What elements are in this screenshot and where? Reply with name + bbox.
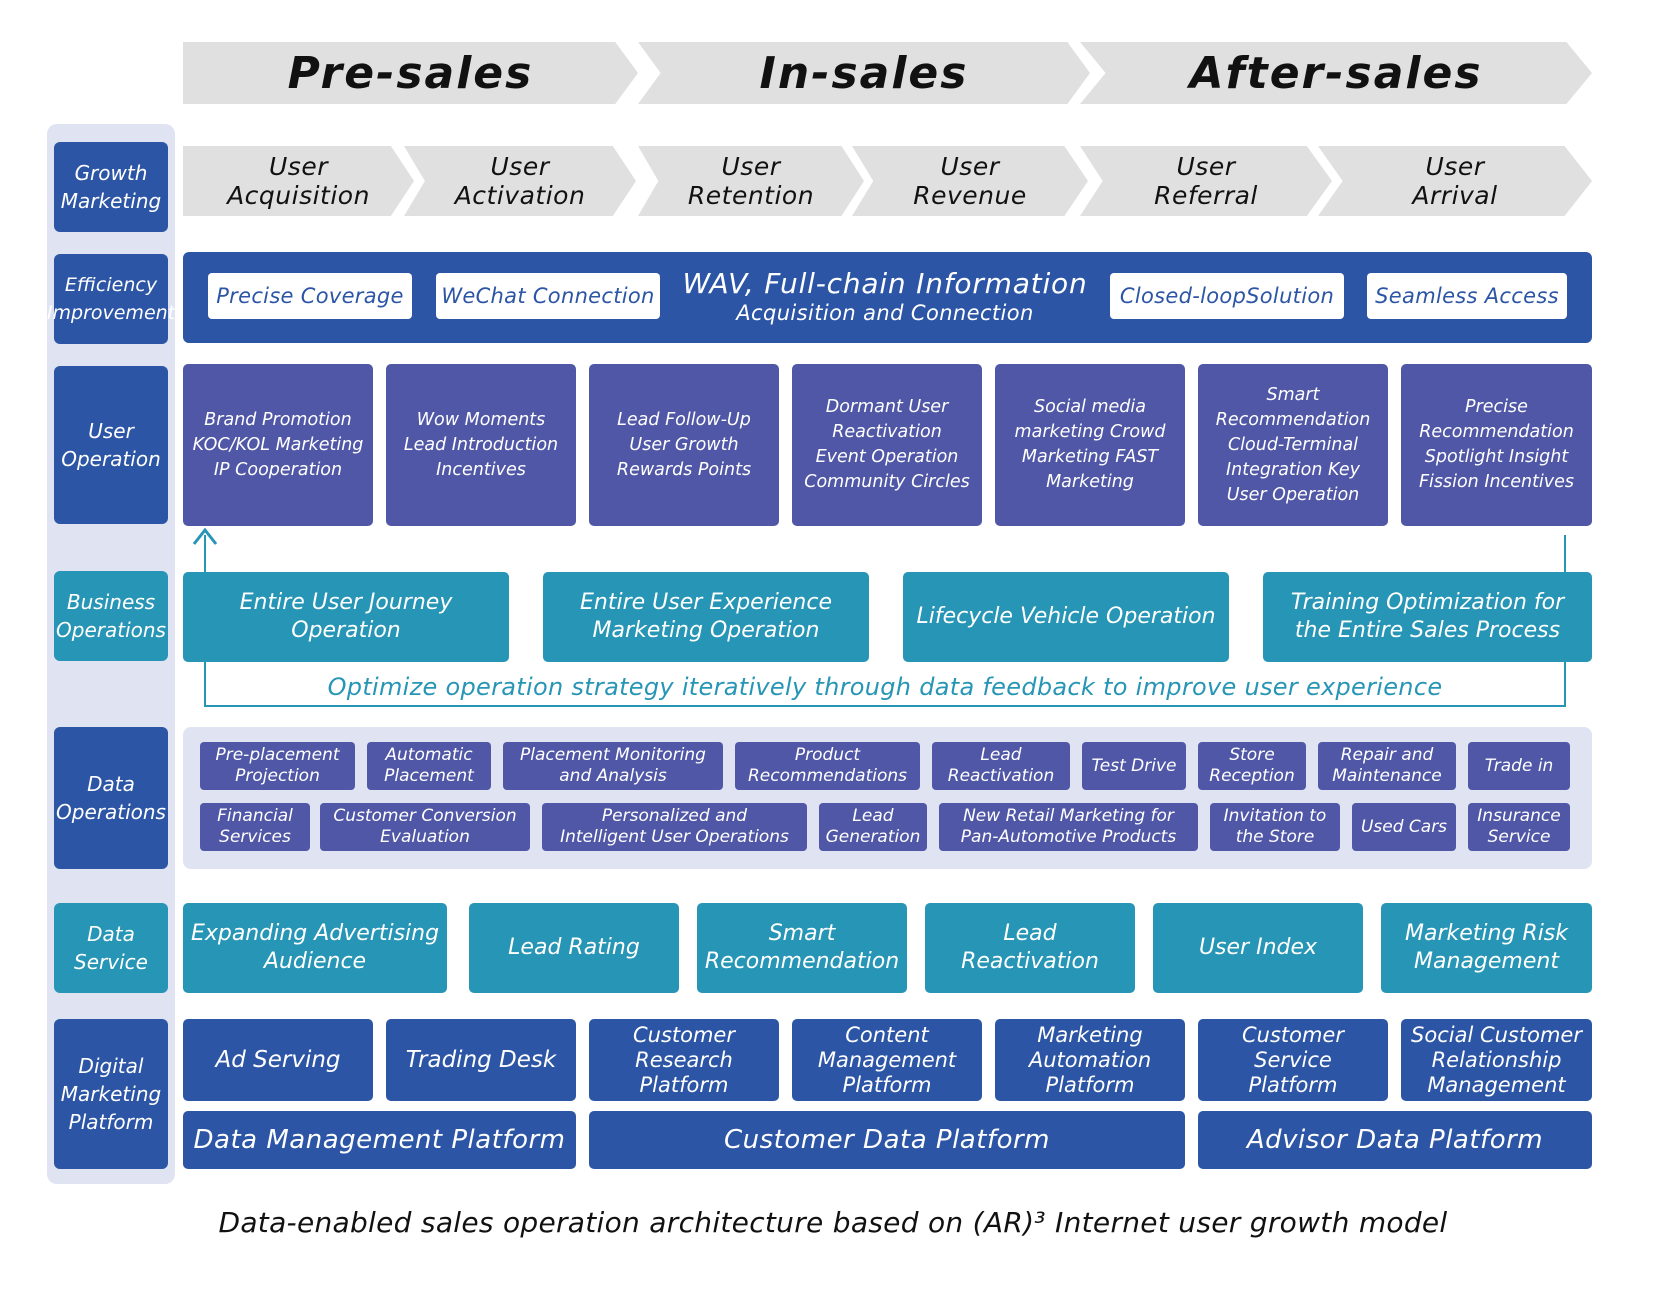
data-service-card: User Index xyxy=(1153,903,1363,993)
data-operation-tag: Pre-placement Projection xyxy=(200,742,355,790)
data-operation-tag: Invitation to the Store xyxy=(1210,803,1340,851)
stage-user-retention: User Retention xyxy=(638,146,864,216)
platform-tool-card: Trading Desk xyxy=(386,1019,576,1101)
data-operation-tag: Repair and Maintenance xyxy=(1318,742,1456,790)
user-operation-card: Dormant User Reactivation Event Operatio… xyxy=(792,364,982,526)
customer-data-platform: Customer Data Platform xyxy=(589,1111,1185,1169)
efficiency-pill-closed-loop-solution: Closed-loopSolution xyxy=(1110,273,1344,319)
platform-tool-card: Social Customer Relationship Management xyxy=(1401,1019,1592,1101)
stage-user-revenue: User Revenue xyxy=(852,146,1088,216)
feedback-loop-label-wrap: Optimize operation strategy iteratively … xyxy=(204,670,1566,704)
row-label-user-operation: User Operation xyxy=(54,366,168,524)
data-operation-tag: Store Reception xyxy=(1198,742,1306,790)
data-operation-tag: Automatic Placement xyxy=(367,742,491,790)
stage-user-acquisition: User Acquisition xyxy=(183,146,414,216)
figure-caption: Data-enabled sales operation architectur… xyxy=(218,1205,1448,1239)
data-service-card: Lead Rating xyxy=(469,903,679,993)
stage-user-activation: User Activation xyxy=(404,146,636,216)
advisor-data-platform: Advisor Data Platform xyxy=(1198,1111,1592,1169)
efficiency-pill-precise-coverage: Precise Coverage xyxy=(208,273,412,319)
efficiency-band xyxy=(183,252,1592,343)
user-operation-card: Brand Promotion KOC/KOL Marketing IP Coo… xyxy=(183,364,373,526)
business-operation-card: Training Optimization for the Entire Sal… xyxy=(1263,572,1592,662)
user-operation-card: Smart Recommendation Cloud-Terminal Inte… xyxy=(1198,364,1388,526)
platform-tool-card: Customer Research Platform xyxy=(589,1019,779,1101)
data-service-card: Expanding Advertising Audience xyxy=(183,903,447,993)
stage-user-arrival: User Arrival xyxy=(1318,146,1592,216)
data-management-platform: Data Management Platform xyxy=(183,1111,576,1169)
user-operation-card: Precise Recommendation Spotlight Insight… xyxy=(1401,364,1592,526)
platform-tool-card: Marketing Automation Platform xyxy=(995,1019,1185,1101)
user-operation-card: Lead Follow-Up User Growth Rewards Point… xyxy=(589,364,779,526)
business-operation-card: Entire User Journey Operation xyxy=(183,572,509,662)
efficiency-center-subtitle: Acquisition and Connection xyxy=(736,301,1034,325)
data-operation-tag: Insurance Service xyxy=(1468,803,1570,851)
data-operation-tag: Product Recommendations xyxy=(735,742,920,790)
platform-tool-card: Content Management Platform xyxy=(792,1019,982,1101)
user-operation-card: Social media marketing Crowd Marketing F… xyxy=(995,364,1185,526)
feedback-arrow-head-icon xyxy=(192,527,218,545)
data-operation-tag: Used Cars xyxy=(1352,803,1456,851)
efficiency-pill-wechat-connection: WeChat Connection xyxy=(436,273,660,319)
data-operation-tag: Financial Services xyxy=(200,803,310,851)
row-label-efficiency-improvement: Efficiency Improvement xyxy=(47,254,175,344)
row-label-data-operations: Data Operations xyxy=(54,727,168,869)
business-operation-card: Lifecycle Vehicle Operation xyxy=(903,572,1229,662)
stage-user-referral: User Referral xyxy=(1080,146,1332,216)
efficiency-pill-seamless-access: Seamless Access xyxy=(1367,273,1567,319)
row-label-data-service: Data Service xyxy=(54,903,168,993)
data-operation-tag: Lead Reactivation xyxy=(932,742,1070,790)
row-label-business-operations: Business Operations xyxy=(54,571,168,661)
row-label-digital-marketing-platform: Digital Marketing Platform xyxy=(54,1019,168,1169)
phase-after-sales: After-sales xyxy=(1080,42,1592,104)
data-service-card: Marketing Risk Management xyxy=(1381,903,1592,993)
data-operation-tag: Placement Monitoring and Analysis xyxy=(503,742,723,790)
platform-tool-card: Customer Service Platform xyxy=(1198,1019,1388,1101)
data-operation-tag: New Retail Marketing for Pan-Automotive … xyxy=(939,803,1198,851)
feedback-loop-label: Optimize operation strategy iteratively … xyxy=(319,673,1451,701)
phase-pre-sales: Pre-sales xyxy=(183,42,638,104)
data-service-card: Lead Reactivation xyxy=(925,903,1135,993)
row-label-growth-marketing: Growth Marketing xyxy=(54,142,168,232)
data-operation-tag: Lead Generation xyxy=(819,803,927,851)
data-operation-tag: Personalized and Intelligent User Operat… xyxy=(542,803,807,851)
platform-tool-card: Ad Serving xyxy=(183,1019,373,1101)
data-service-card: Smart Recommendation xyxy=(697,903,907,993)
efficiency-center-title: WAV, Full-chain Information xyxy=(682,266,1088,300)
data-operation-tag: Customer Conversion Evaluation xyxy=(320,803,530,851)
phase-in-sales: In-sales xyxy=(638,42,1090,104)
business-operation-card: Entire User Experience Marketing Operati… xyxy=(543,572,869,662)
data-operation-tag: Trade in xyxy=(1468,742,1570,790)
user-operation-card: Wow Moments Lead Introduction Incentives xyxy=(386,364,576,526)
data-operation-tag: Test Drive xyxy=(1082,742,1186,790)
